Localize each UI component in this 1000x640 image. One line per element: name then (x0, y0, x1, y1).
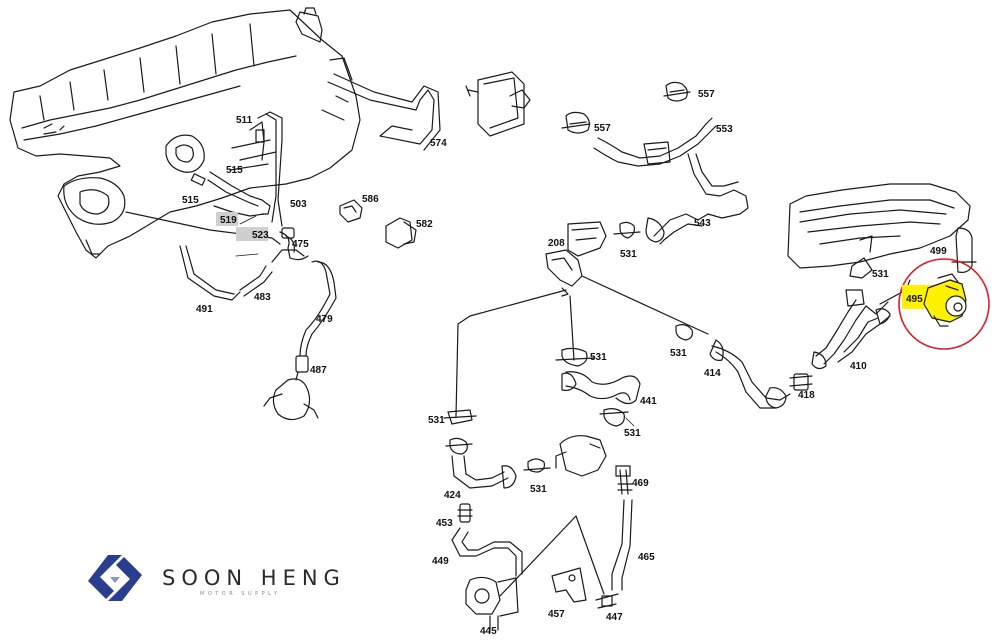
part-label-475: 475 (292, 239, 309, 250)
part-label-465: 465 (638, 552, 655, 563)
highlight-circle (898, 258, 990, 350)
part-label-586: 586 (362, 194, 379, 205)
engine-cover-right (787, 183, 977, 279)
part-label-424: 424 (444, 490, 461, 501)
part-label-523: 523 (252, 230, 269, 241)
part-label-574: 574 (430, 138, 447, 149)
bottom-hose-assembly (443, 409, 633, 631)
lower-coolant-hoses (555, 347, 641, 495)
intake-manifold-drawing (9, 7, 361, 259)
part-label-483: 483 (254, 292, 271, 303)
part-label-515a: 515 (226, 165, 243, 176)
part-label-557b: 557 (594, 123, 611, 134)
part-label-453: 453 (436, 518, 453, 529)
part-label-487: 487 (310, 365, 327, 376)
part-label-531e: 531 (624, 428, 641, 439)
label-highlight-519 (216, 212, 238, 226)
vacuum-unit-top (465, 71, 531, 137)
part-label-469: 469 (632, 478, 649, 489)
part-label-499: 499 (930, 246, 947, 257)
part-label-457: 457 (548, 609, 565, 620)
coolant-pipes-middle (455, 275, 911, 417)
part-label-531g: 531 (530, 484, 547, 495)
part-label-531c: 531 (670, 348, 687, 359)
part-label-531f: 531 (428, 415, 445, 426)
part-label-447: 447 (606, 612, 623, 623)
part-label-208: 208 (548, 238, 565, 249)
vacuum-loop-574 (327, 73, 441, 151)
part-label-445: 445 (480, 626, 497, 637)
part-label-418: 418 (798, 390, 815, 401)
soon-heng-logo (88, 555, 142, 601)
part-label-553: 553 (716, 124, 733, 135)
part-number-labels: 511 515 515 519 523 503 475 483 491 479 … (182, 89, 947, 637)
clips-586-582 (339, 199, 417, 249)
thermostat-housing-208 (545, 221, 607, 297)
highlighted-part-495 (898, 258, 990, 350)
part-label-531d: 531 (590, 352, 607, 363)
part-label-582: 582 (416, 219, 433, 230)
part-label-495: 495 (906, 294, 923, 305)
brand-tagline: MOTOR SUPPLY (200, 591, 281, 597)
part-label-491: 491 (196, 304, 213, 315)
part-label-410: 410 (850, 361, 867, 372)
part-label-557a: 557 (698, 89, 715, 100)
part-label-449: 449 (432, 556, 449, 567)
vacuum-hoses-left (125, 111, 337, 421)
part-label-543: 543 (694, 218, 711, 229)
part-label-531a: 531 (620, 249, 637, 260)
label-highlight-523 (236, 227, 268, 241)
part-label-511: 511 (236, 115, 253, 126)
part-label-519: 519 (220, 215, 237, 226)
part-label-515b: 515 (182, 195, 199, 206)
brand-name: SOON HENG (162, 566, 346, 590)
part-label-531b: 531 (872, 269, 889, 280)
part-label-479: 479 (316, 314, 333, 325)
part-label-414: 414 (704, 368, 721, 379)
upper-coolant-hoses (561, 81, 749, 245)
part-label-503: 503 (290, 199, 307, 210)
part-label-441: 441 (640, 396, 657, 407)
